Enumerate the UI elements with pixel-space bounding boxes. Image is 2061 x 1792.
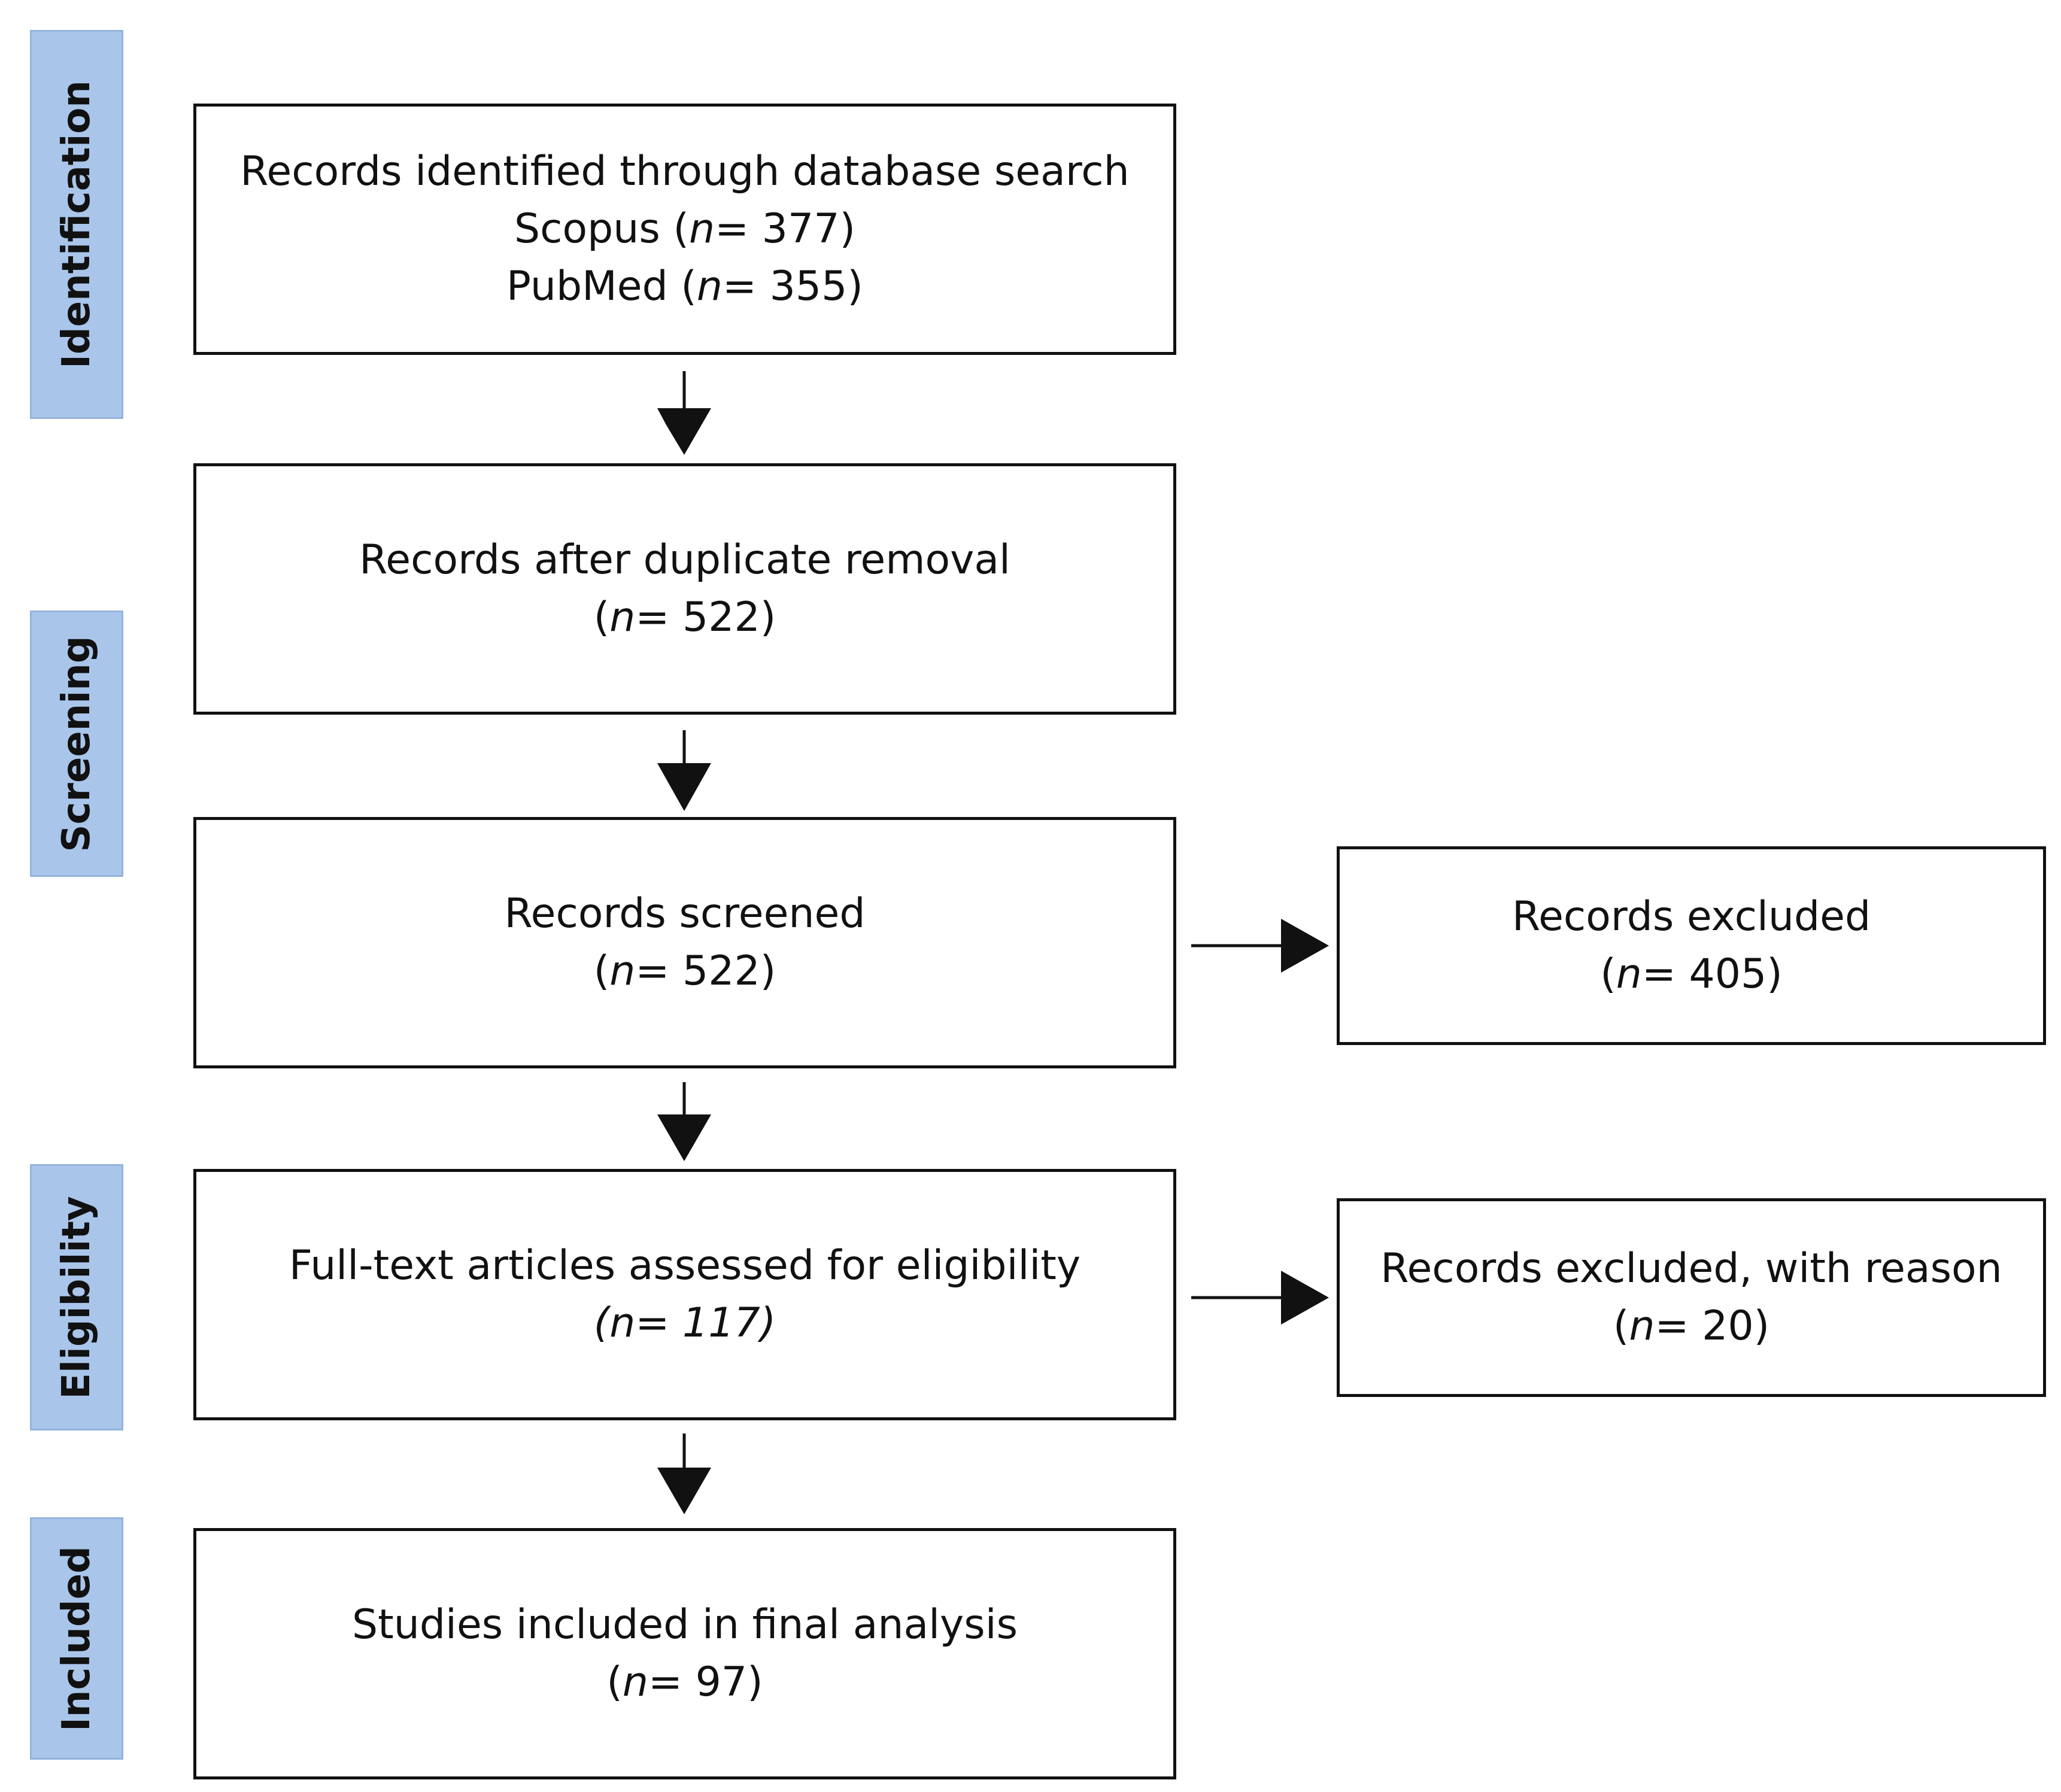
scopus-count: Scopus (n= 377)	[514, 205, 856, 253]
stage-label-included: Included	[54, 1545, 99, 1732]
box-count: (n= 117)	[593, 1299, 776, 1347]
stage-eligibility: Eligibility	[30, 1164, 123, 1430]
box-count: (n= 20)	[1613, 1302, 1770, 1350]
box-title: Full-text articles assessed for eligibil…	[289, 1242, 1081, 1289]
stage-label-eligibility: Eligibility	[54, 1195, 99, 1399]
box-records-identified: Records identified through database sear…	[193, 104, 1176, 355]
box-count: (n= 522)	[593, 594, 776, 641]
arrowhead-down-3	[657, 1114, 711, 1161]
pubmed-count: PubMed (n= 355)	[506, 263, 863, 310]
box-title: Records screened	[504, 890, 866, 937]
arrowhead-right-1	[1281, 919, 1329, 973]
box-title: Records after duplicate removal	[359, 536, 1010, 584]
stage-identification: Identification	[30, 30, 123, 419]
arrowhead-right-2	[1281, 1271, 1329, 1325]
box-records-after-duplicate-removal: Records after duplicate removal (n= 522)	[193, 463, 1176, 715]
box-title: Studies included in final analysis	[351, 1601, 1018, 1648]
arrowhead-down-2	[657, 763, 711, 811]
box-title: Records excluded, with reason	[1380, 1245, 2002, 1292]
box-count: (n= 405)	[1600, 950, 1783, 998]
box-studies-included: Studies included in final analysis (n= 9…	[193, 1528, 1176, 1779]
box-count: (n= 522)	[593, 947, 776, 995]
box-count: (n= 97)	[606, 1659, 763, 1706]
box-full-text-assessed: Full-text articles assessed for eligibil…	[193, 1169, 1176, 1420]
box-title: Records identified through database sear…	[240, 148, 1130, 195]
stage-label-screening: Screening	[54, 635, 99, 852]
arrowhead-down-4	[657, 1468, 711, 1514]
stage-label-identification: Identification	[54, 80, 99, 369]
arrowhead-down-1	[657, 408, 711, 455]
stage-screening: Screening	[30, 611, 123, 877]
stage-included: Included	[30, 1517, 123, 1760]
box-records-excluded: Records excluded (n= 405)	[1337, 846, 2046, 1045]
box-title: Records excluded	[1511, 893, 1871, 940]
box-records-screened: Records screened (n= 522)	[193, 817, 1176, 1068]
box-records-excluded-with-reason: Records excluded, with reason (n= 20)	[1337, 1198, 2046, 1397]
